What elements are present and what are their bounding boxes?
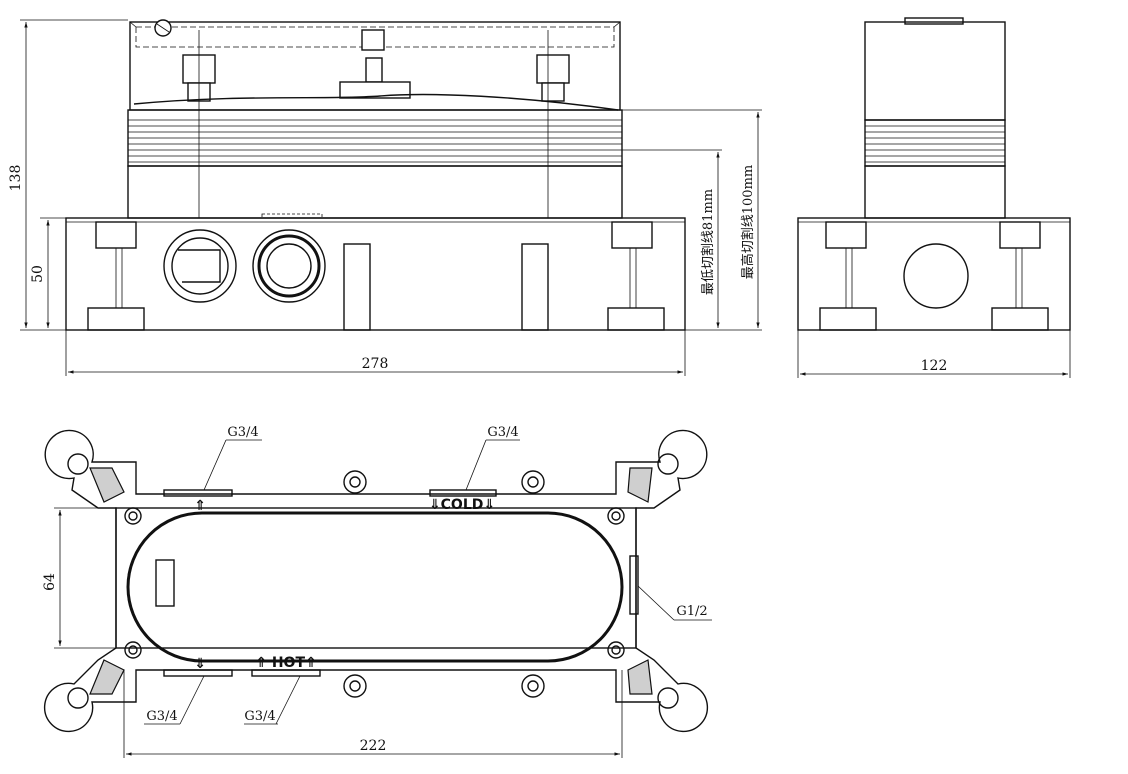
min-cut-line-label: 最低切割线81mm [700,189,716,295]
corner-lug-top-left [67,453,125,503]
side-port [903,243,969,309]
dimension-138: 138 [8,19,128,331]
hot-label: ⇑ HOT⇑ [255,655,317,671]
port-label-bottom-left: G3/4 [144,675,205,725]
svg-text:G3/4: G3/4 [487,425,518,440]
port-label-top-right: G3/4 [465,425,520,491]
svg-text:⇓: ⇓ [194,656,206,672]
dimension-122: 122 [797,330,1071,378]
dimension-278: 278 [65,330,686,376]
svg-text:G3/4: G3/4 [244,709,275,724]
bottom-view: ⇑ ⇓ ⇓COLD⇓ ⇑ HOT⇑ [43,429,709,733]
mounting-frame [43,429,709,733]
svg-text:G3/4: G3/4 [227,425,258,440]
port-label-right: G1/2 [637,585,712,621]
base-plate [65,217,686,331]
port-label-bottom-right: G3/4 [244,675,301,725]
port-inlet-right [252,229,326,303]
port-inlet-left [163,229,237,303]
corner-lug-bottom-left [67,659,125,709]
max-cut-line-label: 最高切割线100mm [740,165,756,279]
front-view [65,19,686,331]
svg-text:278: 278 [362,356,389,372]
svg-text:G3/4: G3/4 [146,709,177,724]
svg-text:138: 138 [8,165,24,192]
mounting-holes [124,470,625,698]
svg-text:⇑: ⇑ [194,498,206,514]
port-label-top-left: G3/4 [203,425,262,491]
rounded-opening [126,511,624,663]
svg-text:G1/2: G1/2 [676,604,707,619]
svg-text:64: 64 [42,573,58,591]
svg-text:50: 50 [30,265,46,283]
corner-lug-bottom-right [627,659,679,709]
cold-label: ⇓COLD⇓ [429,497,495,513]
dimension-222: 222 [123,670,623,758]
side-view [797,17,1071,331]
dimension-50: 50 [30,217,66,328]
cut-line-dimensions: 最低切割线81mm 最高切割线100mm [622,109,762,331]
dimension-64: 64 [42,507,116,649]
corner-lug-top-right [627,453,679,503]
svg-text:222: 222 [360,738,387,754]
svg-text:122: 122 [921,358,948,374]
